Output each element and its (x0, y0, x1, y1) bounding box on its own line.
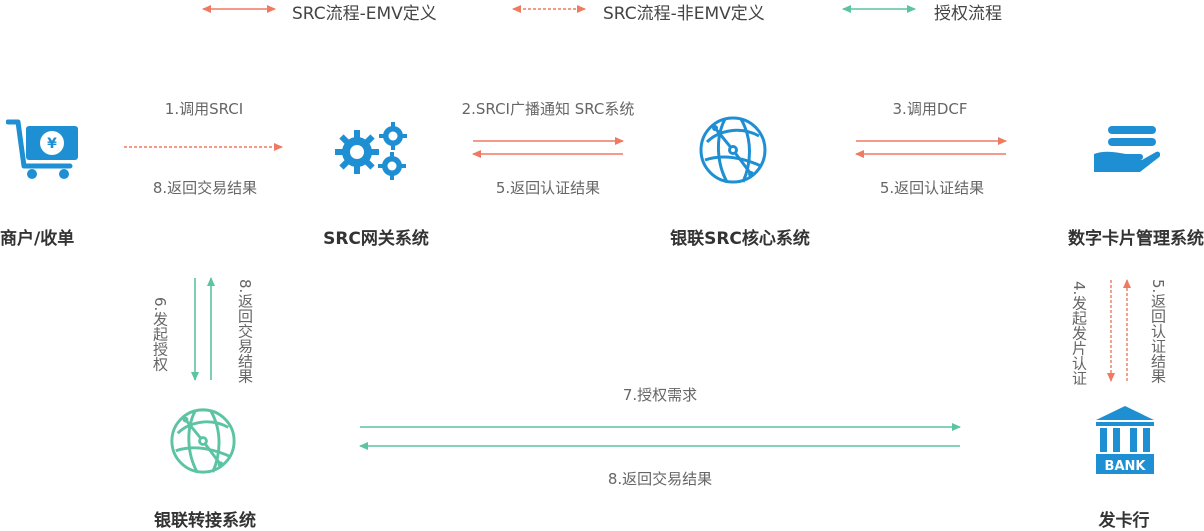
edge-6-label: 6.发起授权 (151, 296, 169, 372)
node-unionpay-src-label: 银联SRC核心系统 (670, 229, 810, 249)
shopping-cart-icon: ¥ (6, 119, 78, 179)
svg-text:¥: ¥ (47, 136, 57, 152)
edge-1-label: 1.调用SRCI (164, 100, 244, 118)
edge-8c-label: 8.返回交易结果 (607, 470, 713, 488)
edge-4-label: 4.发起发片认证 (1070, 280, 1088, 386)
node-unionpay-switch-label: 银联转接系统 (154, 511, 256, 531)
edge-5b-label: 5.返回认证结果 (879, 179, 985, 197)
edge-5c-label: 5.返回认证结果 (1149, 278, 1167, 384)
node-issuer-label: 发卡行 (1098, 511, 1150, 531)
gears-icon (335, 122, 407, 180)
node-dcf-label: 数字卡片管理系统 (1068, 229, 1204, 249)
switch-globe-icon (170, 408, 236, 474)
edge-8b-label: 8.返回交易结果 (236, 278, 254, 384)
network-globe-icon (699, 116, 767, 184)
legend-non-emv-label: SRC流程-非EMV定义 (603, 4, 765, 24)
legend-emv-label: SRC流程-EMV定义 (292, 4, 437, 24)
node-merchant-label: 商户/收单 (0, 229, 75, 249)
edge-8a-label: 8.返回交易结果 (152, 179, 258, 197)
bank-icon: BANK (1096, 406, 1154, 474)
edge-7-label: 7.授权需求 (622, 386, 698, 404)
edge-2-label: 2.SRCI广播通知 SRC系统 (461, 100, 635, 118)
legend-auth-label: 授权流程 (934, 4, 1002, 24)
node-src-gateway-label: SRC网关系统 (323, 229, 429, 249)
card-hand-icon (1094, 126, 1160, 172)
bank-sign-text: BANK (1105, 459, 1147, 474)
edge-3-label: 3.调用DCF (892, 100, 968, 118)
edge-5a-label: 5.返回认证结果 (495, 179, 601, 197)
